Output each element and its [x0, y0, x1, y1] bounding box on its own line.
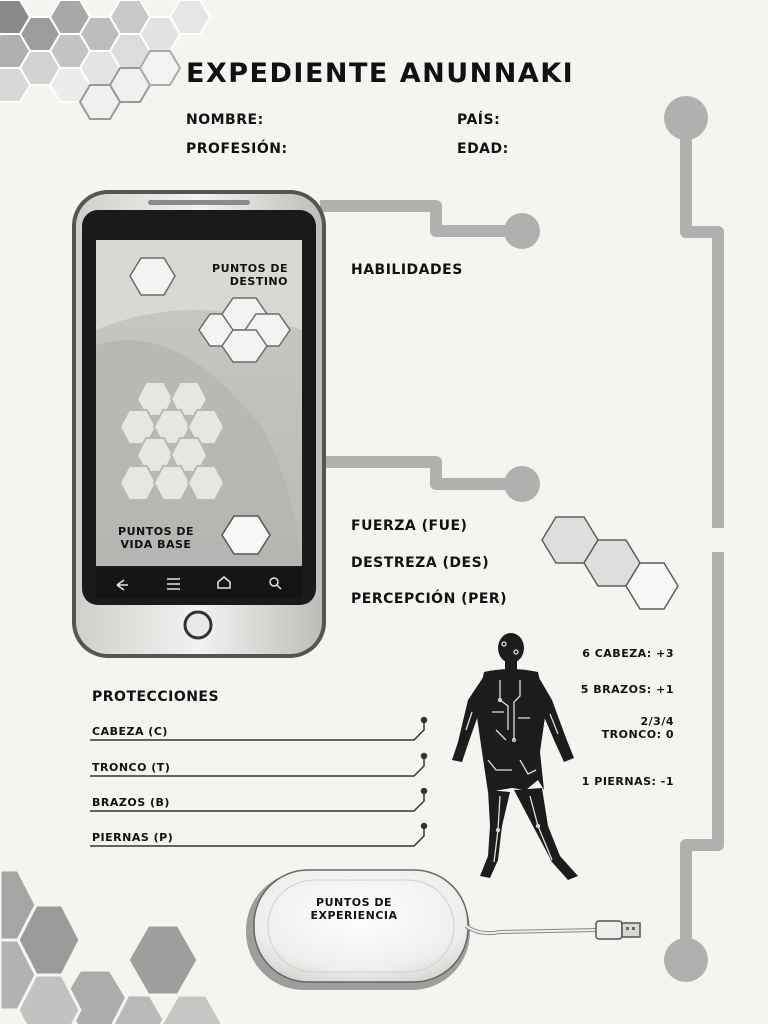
- page-title: Expediente Anunnaki: [186, 58, 575, 89]
- human-figure: [452, 633, 578, 880]
- experiencia-line-1: Puntos de: [316, 896, 392, 909]
- proteccion-piernas: Piernas (P): [92, 831, 174, 844]
- circuit-nodes: [504, 96, 708, 982]
- back-icon[interactable]: [116, 579, 128, 591]
- proteccion-brazos: Brazos (B): [92, 796, 170, 809]
- mod-tronco-dice: 2/3/4: [640, 715, 674, 728]
- search-icon[interactable]: [269, 577, 279, 587]
- puntos-experiencia-label: Puntos de Experiencia: [284, 896, 424, 922]
- top-left-hex-decoration: [0, 0, 212, 120]
- habilidades-label: Habilidades: [351, 262, 463, 278]
- circuit-lines: [320, 120, 724, 960]
- puntos-destino-line-2: Destino: [229, 275, 288, 288]
- puntos-vida-label: Puntos de Vida Base: [106, 525, 206, 551]
- profesion-label: Profesión:: [186, 141, 288, 157]
- percepcion-stat: Percepción (PER): [351, 591, 508, 607]
- pais-label: País:: [457, 112, 501, 128]
- home-icon[interactable]: [217, 576, 231, 589]
- protecciones-title: Protecciones: [92, 689, 220, 705]
- stat-hexes: [541, 516, 679, 610]
- vida-hexes: [118, 381, 226, 501]
- mod-cabeza: 6 Cabeza: +3: [582, 647, 674, 660]
- edad-label: Edad:: [457, 141, 509, 157]
- home-button[interactable]: [183, 610, 213, 640]
- puntos-destino-line-1: Puntos de: [212, 262, 288, 275]
- mod-brazos: 5 Brazos: +1: [580, 683, 674, 696]
- puntos-destino-label: Puntos de Destino: [180, 262, 288, 288]
- proteccion-cabeza: Cabeza (C): [92, 725, 168, 738]
- puntos-vida-line-1: Puntos de: [118, 525, 194, 538]
- vida-base-hex: [221, 515, 271, 555]
- mod-piernas: 1 Piernas: -1: [581, 775, 674, 788]
- experiencia-line-2: Experiencia: [310, 909, 398, 922]
- protection-lines: [90, 716, 428, 847]
- destino-hexes: [129, 257, 291, 363]
- nombre-label: Nombre:: [186, 112, 264, 128]
- experience-pad: [246, 869, 641, 990]
- bottom-left-hex-decoration: [0, 868, 225, 1024]
- puntos-vida-line-2: Vida Base: [120, 538, 192, 551]
- proteccion-tronco: Tronco (T): [92, 761, 171, 774]
- menu-icon[interactable]: [167, 578, 180, 590]
- destreza-stat: Destreza (DES): [351, 555, 490, 571]
- mod-tronco: Tronco: 0: [601, 728, 674, 741]
- fuerza-stat: Fuerza (FUE): [351, 518, 468, 534]
